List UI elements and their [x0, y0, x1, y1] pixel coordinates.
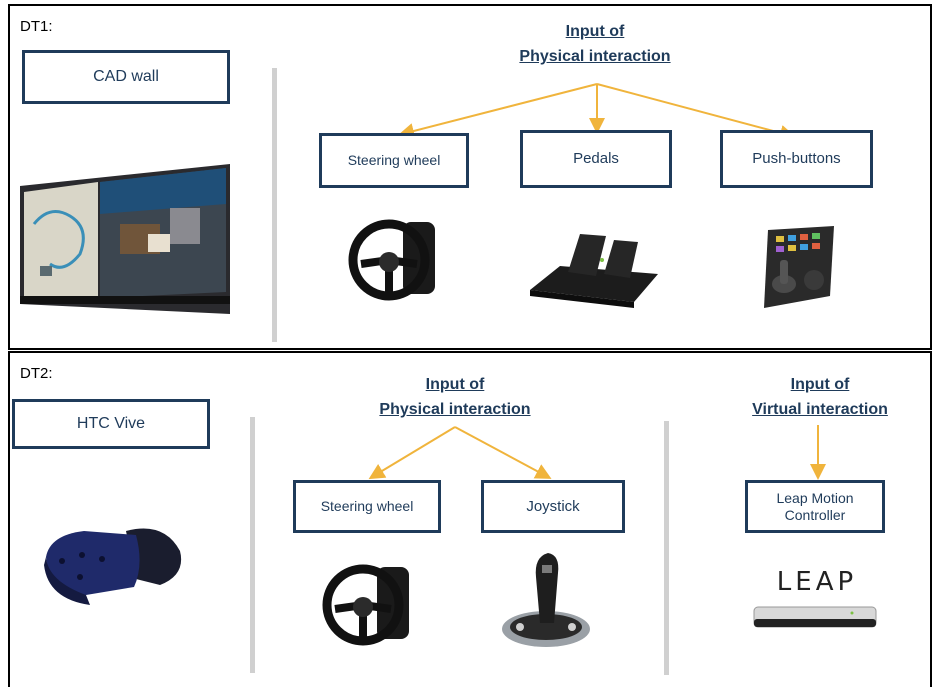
dt1-divider [272, 68, 277, 342]
vr-headset-icon [40, 521, 190, 607]
dt2-steering-wheel-box: Steering wheel [293, 480, 441, 533]
leap-motion-controller-icon: LEAP [752, 567, 878, 631]
joystick-icon [498, 547, 594, 651]
pedals-icon [530, 228, 660, 308]
dt1-label: DT1: [20, 18, 53, 35]
cad-wall-photo [20, 164, 230, 314]
dt2-left-divider [250, 417, 255, 673]
dt2-virtual-heading-line2: Virtual interaction [752, 400, 888, 418]
dt1-heading-line1: Input of [565, 23, 625, 40]
dt2-physical-heading-line1: Input of [425, 376, 485, 393]
dt1-physical-heading: Input of Physical interaction [470, 20, 720, 70]
dt2-panel: DT2: HTC Vive Input of Physical interact… [8, 351, 932, 687]
dt1-panel: DT1: CAD wall Input of Physical interact… [8, 4, 932, 350]
dt2-physical-heading-line2: Physical interaction [379, 400, 531, 418]
dt2-right-divider [664, 421, 669, 675]
push-buttons-panel-icon [750, 224, 840, 314]
leap-logo-text: LEAP [776, 567, 858, 597]
steering-wheel-icon [319, 559, 419, 649]
dt1-steering-wheel-box: Steering wheel [319, 133, 469, 188]
cad-wall-box: CAD wall [22, 50, 230, 104]
steering-wheel-icon [345, 214, 445, 304]
leap-motion-box: Leap Motion Controller [745, 480, 885, 533]
dt2-physical-heading: Input of Physical interaction [340, 373, 570, 423]
dt2-arrows [368, 425, 826, 480]
arrow-to-joystick [454, 426, 552, 479]
htc-vive-box: HTC Vive [12, 399, 210, 449]
dt2-virtual-heading-line1: Input of [790, 376, 850, 393]
dt2-joystick-box: Joystick [481, 480, 625, 533]
dt1-heading-line2: Physical interaction [519, 47, 671, 65]
arrow-to-dt2-steering-wheel [368, 426, 456, 480]
dt1-push-buttons-box: Push-buttons [720, 130, 873, 188]
dt1-arrows [398, 83, 796, 141]
dt2-label: DT2: [20, 365, 53, 382]
dt1-pedals-box: Pedals [520, 130, 672, 188]
arrow-to-steering-wheel [398, 83, 598, 139]
dt2-virtual-heading: Input of Virtual interaction [730, 373, 910, 423]
arrow-to-push-buttons [596, 83, 796, 141]
